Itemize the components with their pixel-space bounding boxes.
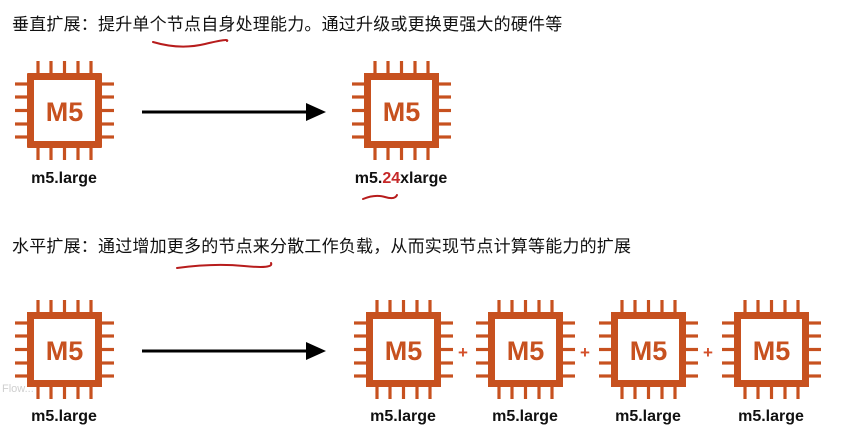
target-caption-underline-annotation xyxy=(362,194,398,200)
cpu-chip-icon: M5 xyxy=(722,300,821,399)
chip-caption-target: m5.24xlarge xyxy=(355,170,448,188)
chip-m5-24xlarge-target: M5 xyxy=(350,59,453,162)
vertical-underline-annotation xyxy=(152,39,229,48)
chip-label: M5 xyxy=(383,97,421,127)
horizontal-scale-arrow xyxy=(142,342,326,360)
vertical-scaling-heading: 垂直扩展：提升单个节点自身处理能力。通过升级或更换更强大的硬件等 xyxy=(12,15,563,35)
chip-label: M5 xyxy=(630,336,668,366)
cpu-chip-icon: M5 xyxy=(599,300,698,399)
watermark: Flow... xyxy=(2,383,34,395)
chip-label: M5 xyxy=(46,336,84,366)
chip-caption-h-target: m5.large xyxy=(738,408,804,425)
plus-sign: + xyxy=(458,343,468,362)
chip-label: M5 xyxy=(385,336,423,366)
chip-label: M5 xyxy=(753,336,791,366)
cpu-chip-icon: M5 xyxy=(354,300,453,399)
chip-caption-source: m5.large xyxy=(31,170,97,187)
vertical-scale-arrow xyxy=(142,103,326,121)
caption-highlight: 24 xyxy=(382,170,401,187)
chip-m5-large-h-target: M5 xyxy=(720,298,823,401)
chip-label: M5 xyxy=(46,97,84,127)
cpu-chip-icon: M5 xyxy=(15,61,114,160)
horizontal-scaling-heading: 水平扩展：通过增加更多的节点来分散工作负载，从而实现节点计算等能力的扩展 xyxy=(12,237,632,257)
horizontal-underline-annotation xyxy=(176,262,273,269)
chip-m5-large-h-target: M5 xyxy=(474,298,577,401)
chip-m5-large-h-target: M5 xyxy=(597,298,700,401)
chip-caption-h-target: m5.large xyxy=(492,408,558,425)
plus-sign: + xyxy=(580,343,590,362)
chip-caption-h-target: m5.large xyxy=(370,408,436,425)
plus-sign: + xyxy=(703,343,713,362)
chip-m5-large-h-target: M5 xyxy=(352,298,455,401)
caption-suffix: xlarge xyxy=(400,170,448,187)
cpu-chip-icon: M5 xyxy=(476,300,575,399)
chip-m5-large-h-source: M5 xyxy=(13,298,116,401)
chip-m5-large-source: M5 xyxy=(13,59,116,162)
cpu-chip-icon: M5 xyxy=(15,300,114,399)
chip-label: M5 xyxy=(507,336,545,366)
chip-caption-h-target: m5.large xyxy=(615,408,681,425)
cpu-chip-icon: M5 xyxy=(352,61,451,160)
caption-prefix: m5. xyxy=(354,170,383,187)
chip-caption-h-source: m5.large xyxy=(31,408,97,425)
